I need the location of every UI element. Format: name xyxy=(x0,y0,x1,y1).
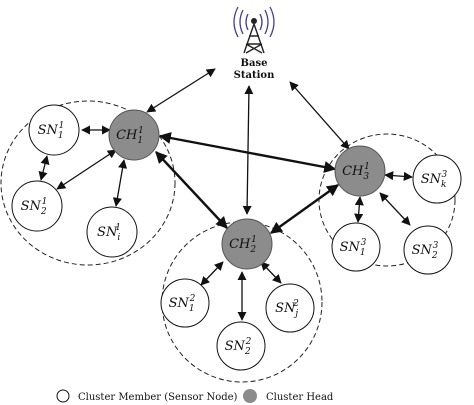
cluster-head-node: CH31 xyxy=(334,145,386,197)
legend: Cluster Member (Sensor Node) Cluster Hea… xyxy=(56,389,334,403)
svg-text:SN23: SN23 xyxy=(412,241,439,261)
svg-text:CH21: CH21 xyxy=(229,235,257,255)
sensor-node: SN11 xyxy=(28,104,80,156)
sensor-node: SN22 xyxy=(216,321,266,371)
svg-text:SN12: SN12 xyxy=(169,294,196,314)
link-sn1-1-sn1-2 xyxy=(38,155,50,181)
link-ch3-sn3-1 xyxy=(354,196,364,223)
base-station-label-line2: Station xyxy=(234,70,275,81)
link-ch1-ch2 xyxy=(155,151,228,229)
svg-text:SN21: SN21 xyxy=(21,197,48,217)
sensor-node: SN21 xyxy=(11,180,63,232)
sensor-node: SNk3 xyxy=(412,154,462,204)
sensor-node: SNi1 xyxy=(86,206,138,258)
link-ch2-sn2-j xyxy=(260,261,282,284)
svg-text:SN13: SN13 xyxy=(340,238,367,258)
link-ch2-sn2-1 xyxy=(200,261,224,286)
link-ch2-ch3 xyxy=(270,184,339,234)
link-bs-ch3 xyxy=(289,81,350,150)
svg-text:SN11: SN11 xyxy=(38,121,65,141)
link-ch3-sn3-k xyxy=(384,171,413,181)
sensor-node: SN23 xyxy=(403,225,453,275)
svg-text:CH31: CH31 xyxy=(342,162,370,182)
svg-text:SNi1: SNi1 xyxy=(97,223,121,243)
link-ch1-sn1-i xyxy=(112,159,128,207)
antenna-tower-icon xyxy=(233,6,275,54)
legend-head-symbol xyxy=(243,389,257,403)
svg-text:CH11: CH11 xyxy=(116,126,144,146)
sensor-node: SNj2 xyxy=(265,283,315,333)
link-ch1-ch3 xyxy=(158,132,337,173)
sensor-node: SN13 xyxy=(331,222,381,272)
cluster-head-node: CH11 xyxy=(108,109,160,161)
svg-text:SNk3: SNk3 xyxy=(421,170,448,190)
cluster-head-node: CH21 xyxy=(221,218,273,270)
svg-text:SNj2: SNj2 xyxy=(275,299,299,319)
legend-member-label: Cluster Member (Sensor Node) xyxy=(78,392,238,403)
sensor-node: SN12 xyxy=(160,278,210,328)
svg-text:SN22: SN22 xyxy=(225,337,252,357)
link-ch3-sn3-2 xyxy=(379,192,411,226)
link-bs-ch2 xyxy=(242,85,254,215)
legend-member-symbol xyxy=(56,389,70,403)
link-bs-ch1 xyxy=(146,68,216,113)
legend-head-label: Cluster Head xyxy=(266,392,334,403)
link-ch1-sn1-2 xyxy=(56,149,117,190)
base-station-label-line1: Base xyxy=(241,58,268,69)
